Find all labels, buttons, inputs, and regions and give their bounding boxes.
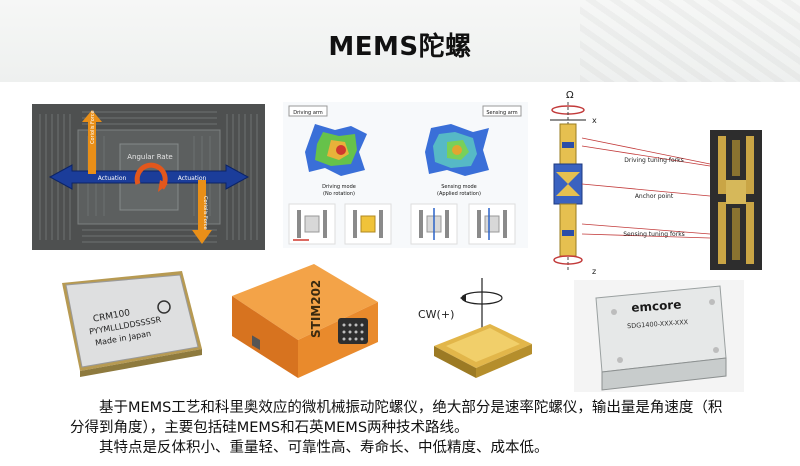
crm100-chip-image: CRM100 PYYMLLLDDSSSSR Made in Japan: [62, 271, 202, 377]
gyro-die-image: Angular Rate Actuation Actuation Corioli…: [32, 104, 265, 250]
rotation-label: CW(+): [418, 308, 454, 321]
driving-mode-sub: (No rotation): [323, 191, 355, 197]
vibration-modes-image: Driving arm Sensing arm Driving mode (No…: [283, 102, 528, 248]
sensing-forks-label: Sensing tuning forks: [623, 231, 685, 238]
mode-sketch-row: [288, 203, 516, 245]
actuation-right-label: Actuation: [178, 175, 207, 182]
emcore-module-image: emcore SDG1400-XXX-XXX: [574, 280, 744, 392]
stim202-module-image: STIM202: [232, 264, 378, 378]
quartz-fork-image: Ω x z Driving tuning forks Anchor point …: [550, 90, 762, 276]
cw-chip-figure: CW(+): [404, 274, 556, 386]
caption-paragraph-2: 其特点是反体积小、重量轻、可靠性高、寿命长、中低精度、成本低。: [99, 440, 549, 456]
driving-mode-label: Driving mode: [322, 184, 356, 190]
actuation-left-label: Actuation: [98, 175, 127, 182]
stim202-module-figure: STIM202: [222, 262, 388, 388]
vibration-modes-figure: Driving arm Sensing arm Driving mode (No…: [283, 102, 528, 248]
cw-chip-image: CW(+): [418, 278, 532, 378]
caption-paragraph-1: 基于MEMS工艺和科里奥效应的微机械振动陀螺仪，绝大部分是速率陀螺仪，输出量是角…: [70, 400, 723, 436]
chip2-line1: STIM202: [309, 280, 323, 338]
z-axis-label: z: [592, 267, 596, 276]
slide-title: MEMS陀螺: [328, 32, 472, 62]
gear-logo-icon: [157, 300, 171, 314]
slide-caption: 基于MEMS工艺和科里奥效应的微机械振动陀螺仪，绝大部分是速率陀螺仪，输出量是角…: [70, 398, 730, 458]
crm100-chip-figure: CRM100 PYYMLLLDDSSSSR Made in Japan: [32, 263, 210, 383]
emcore-module-figure: emcore SDG1400-XXX-XXX: [574, 280, 744, 392]
sensing-arm-label: Sensing arm: [486, 110, 517, 116]
driving-forks-label: Driving tuning forks: [624, 157, 683, 164]
chip4-brand: emcore: [631, 297, 682, 314]
header-texture: [580, 0, 800, 82]
x-axis-label: x: [592, 116, 597, 125]
coriolis-top-label: Coriolis Force: [90, 110, 96, 144]
sensing-mode-sub: (Applied rotation): [437, 191, 481, 197]
driving-arm-label: Driving arm: [293, 110, 323, 116]
anchor-point-label: Anchor point: [635, 193, 674, 200]
quartz-fork-figure: Ω x z Driving tuning forks Anchor point …: [542, 84, 767, 279]
slide-header: [0, 0, 800, 82]
sensing-mode-label: Sensing mode: [441, 184, 477, 190]
omega-label: Ω: [566, 90, 574, 101]
gyro-die-figure: Angular Rate Actuation Actuation Corioli…: [32, 104, 265, 250]
angular-rate-label: Angular Rate: [127, 153, 173, 161]
coriolis-bottom-label: Coriolis Force: [202, 196, 208, 230]
